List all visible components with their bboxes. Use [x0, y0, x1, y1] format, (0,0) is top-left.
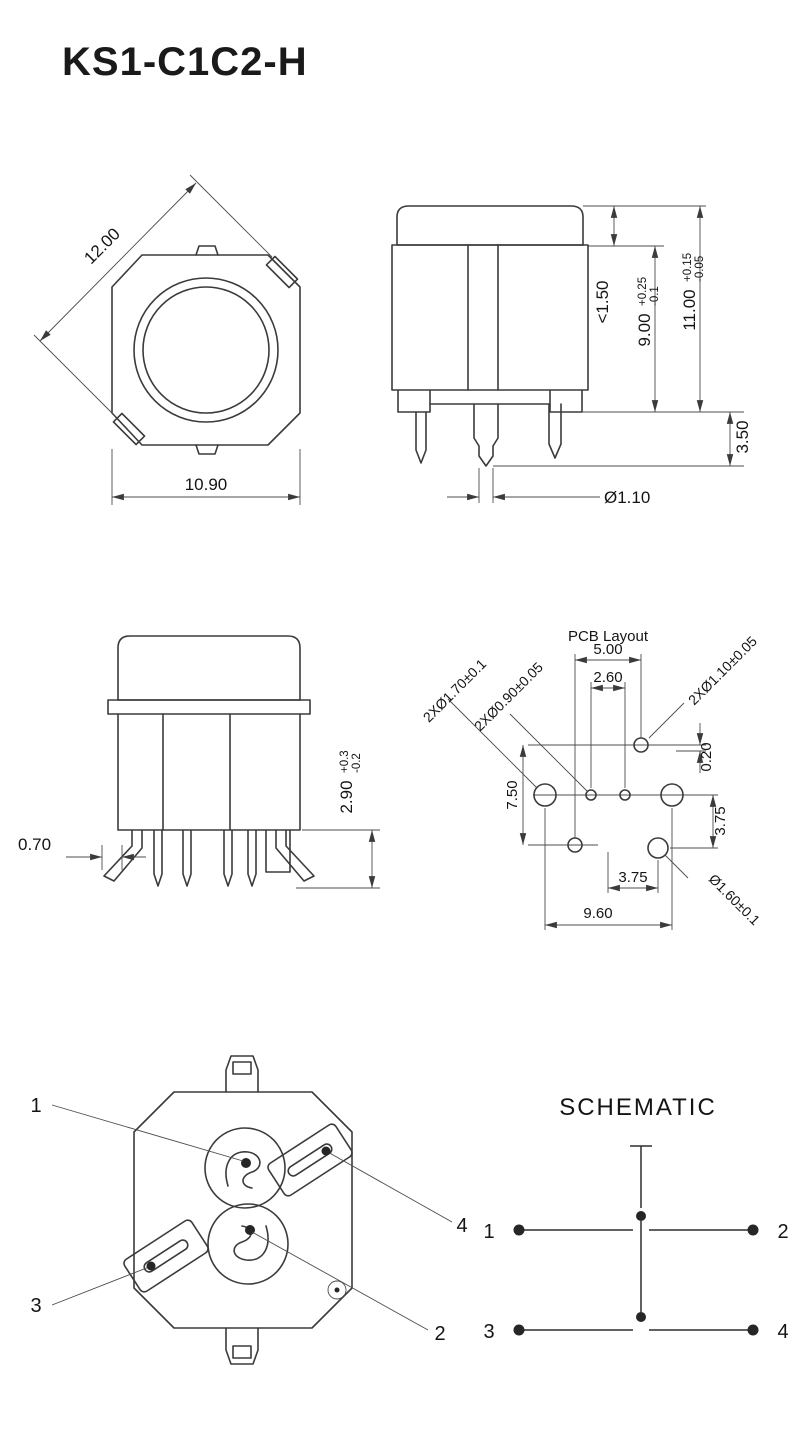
bottom-view-outline — [133, 1091, 353, 1329]
dim-375-bottom: 3.75 — [618, 869, 647, 886]
side-cap — [396, 205, 584, 246]
terminal-node-3 — [513, 1324, 525, 1336]
side-view: <1.50 9.00 +0.25 -0.1 11.00 +0.15 -0.05 … — [391, 205, 752, 507]
terminal-node-1 — [513, 1224, 525, 1236]
hole-1p70-left — [533, 783, 557, 807]
dim-pin-protrusion: 2.90 — [337, 780, 356, 813]
front-flange — [107, 699, 311, 715]
dim-pin-protrusion-tol-plus: +0.3 — [339, 750, 351, 773]
dim-pin-diameter: Ø1.10 — [604, 488, 650, 507]
dim-375-right: 3.75 — [712, 806, 729, 835]
front-pin-3 — [223, 829, 233, 887]
front-pin-4 — [247, 829, 257, 887]
locating-boss — [327, 1280, 347, 1300]
dim-500: 5.00 — [593, 641, 622, 658]
dim-corner-to-corner: 12.00 — [80, 224, 124, 268]
schematic-pin-4-label: 4 — [777, 1321, 788, 1343]
bottom-pin-3-label: 3 — [30, 1295, 41, 1317]
terminal-node-4 — [747, 1324, 759, 1336]
button-inner-circle — [142, 286, 270, 414]
front-cap — [117, 635, 301, 701]
dim-total-tol-plus: +0.15 — [682, 253, 694, 282]
bottom-tab — [195, 444, 219, 455]
front-view: 0.70 2.90 +0.3 -0.2 — [18, 635, 380, 889]
hole-0p90-right — [619, 789, 631, 801]
front-pin-1 — [153, 829, 163, 887]
front-pin-2 — [182, 829, 192, 887]
label-holes-110: 2XØ1.10±0.05 — [685, 633, 760, 708]
schematic: SCHEMATIC 1 2 3 4 — [483, 1094, 788, 1343]
top-tab — [195, 245, 219, 256]
button-outer-circle — [133, 277, 279, 423]
top-view-outline — [111, 254, 301, 446]
front-clip-right — [275, 829, 315, 882]
dim-750: 7.50 — [504, 780, 521, 809]
dim-body-height: 9.00 — [635, 313, 654, 346]
terminal-pad-3 — [123, 1219, 209, 1293]
corner-key-sw — [112, 412, 146, 446]
dim-020: 0.20 — [698, 742, 715, 771]
dim-pin-length: 3.50 — [733, 420, 752, 453]
terminal-node-2 — [747, 1224, 759, 1236]
bottom-pin-4-label: 4 — [456, 1215, 467, 1237]
dim-total-tol-minus: -0.05 — [694, 256, 706, 282]
side-pin-right — [548, 403, 562, 459]
dim-260: 2.60 — [593, 669, 622, 686]
bottom-view: 1 3 4 2 — [30, 1055, 468, 1365]
part-number-title: KS1-C1C2-H — [62, 40, 308, 84]
contact-cavity-2 — [207, 1203, 289, 1285]
mount-clip-top — [225, 1055, 259, 1093]
contact-rivet-1 — [241, 1158, 251, 1168]
front-pin-wide — [265, 829, 291, 873]
side-body — [391, 244, 589, 391]
side-pin-center — [473, 403, 499, 467]
contact-cavity-1 — [204, 1127, 286, 1209]
dim-pin-protrusion-tol-minus: -0.2 — [351, 753, 363, 773]
side-pin-left — [415, 411, 427, 464]
label-hole-160: Ø1.60±0.1 — [706, 871, 764, 929]
terminal-pad-4 — [267, 1123, 353, 1197]
hole-0p90-left — [585, 789, 597, 801]
hole-1p60 — [647, 837, 669, 859]
bottom-pin-1-label: 1 — [30, 1095, 41, 1117]
bottom-pin-2-label: 2 — [434, 1323, 445, 1345]
dim-total-height: 11.00 — [680, 289, 699, 330]
contact-rivet-2 — [245, 1225, 255, 1235]
schematic-pin-2-label: 2 — [777, 1221, 788, 1243]
pcb-layout: PCB Layout 5.00 2.60 0.20 7.50 — [420, 628, 764, 930]
schematic-pin-3-label: 3 — [483, 1321, 494, 1343]
mount-clip-bottom — [225, 1327, 259, 1365]
dim-960: 9.60 — [583, 905, 612, 922]
dim-body-tol-minus: -0.1 — [649, 286, 661, 306]
front-body — [117, 713, 301, 831]
dim-across-flats: 10.90 — [185, 475, 228, 494]
pcb-layout-title: PCB Layout — [568, 628, 649, 645]
corner-key-ne — [265, 255, 299, 289]
dim-clip-thickness: 0.70 — [18, 835, 51, 854]
hole-1p70-right — [660, 783, 684, 807]
schematic-pin-1-label: 1 — [483, 1221, 494, 1243]
schematic-title: SCHEMATIC — [559, 1094, 717, 1121]
dim-body-tol-plus: +0.25 — [637, 277, 649, 306]
front-clip-left — [103, 829, 143, 882]
top-view: 12.00 10.90 — [33, 174, 301, 505]
dim-travel: <1.50 — [593, 280, 612, 323]
